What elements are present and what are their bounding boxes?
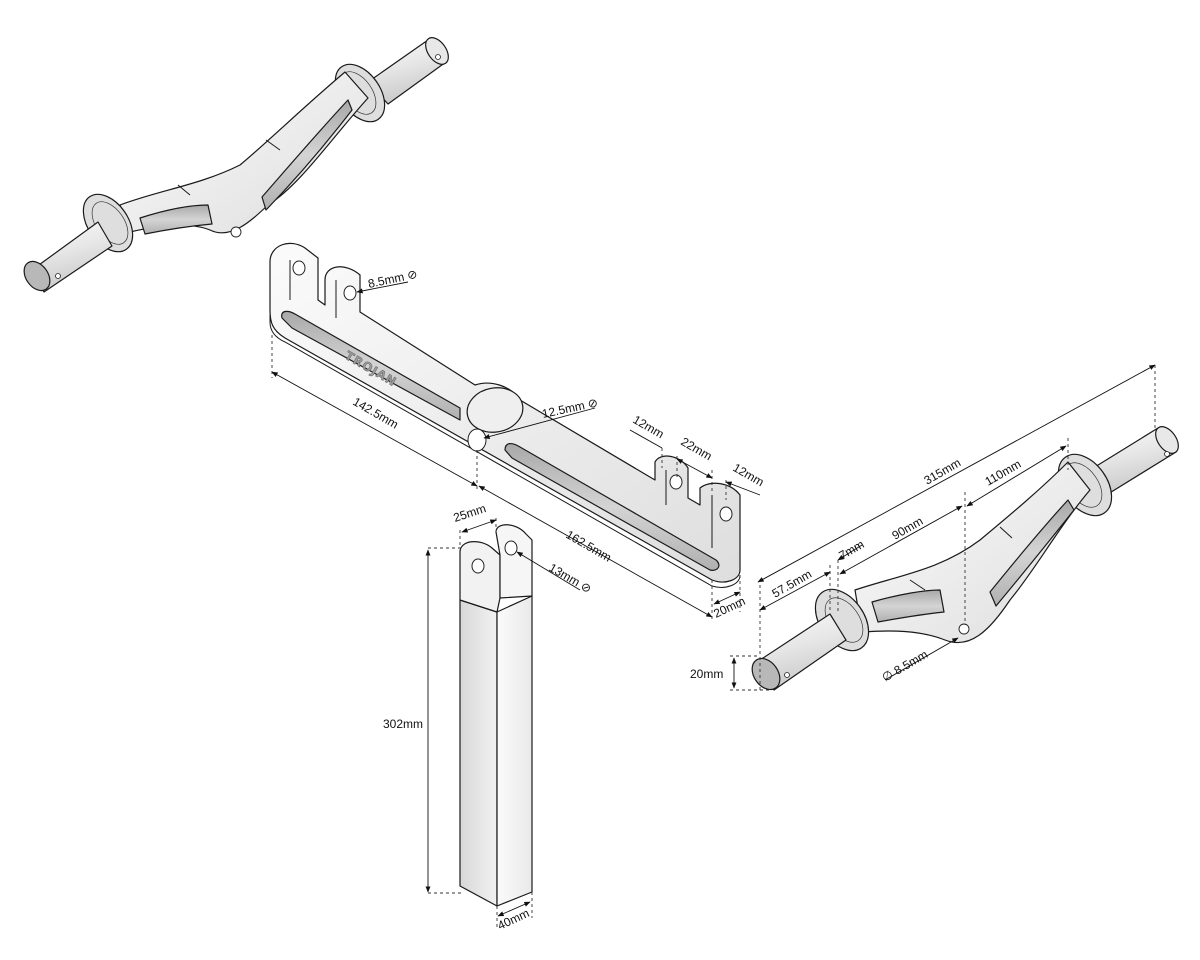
dim-bracket-hole-small: 8.5mm ⊘ bbox=[367, 267, 419, 291]
dim-clevis-gap-b: 22mm bbox=[679, 434, 715, 463]
dim-arm-seg-7: 7mm bbox=[837, 537, 867, 562]
dim-post-clevis-width: 25mm bbox=[452, 501, 488, 525]
dim-clevis-gap-c: 12mm bbox=[731, 460, 767, 489]
dim-post-height: 302mm bbox=[383, 717, 423, 731]
dim-arm-seg-90: 90mm bbox=[890, 514, 926, 543]
dim-arm-pin-dia: 20mm bbox=[690, 667, 723, 681]
dim-bracket-length-right: 162.5mm bbox=[564, 527, 614, 564]
dim-arm-hole: ∅ 8.5mm bbox=[880, 647, 931, 684]
dim-arm-total: 315mm bbox=[922, 455, 964, 487]
dim-bracket-hole-large: 12.5mm ⊘ bbox=[541, 395, 599, 420]
arm-top-left bbox=[23, 37, 449, 293]
dim-post-width: 40mm bbox=[495, 906, 531, 933]
dim-post-hole: 13mm ⊘ bbox=[547, 560, 594, 595]
post bbox=[459, 524, 533, 907]
dimension-lines bbox=[271, 281, 1156, 930]
dim-bracket-thickness: 20mm bbox=[711, 594, 747, 621]
dim-clevis-gap-a: 12mm bbox=[631, 412, 667, 441]
